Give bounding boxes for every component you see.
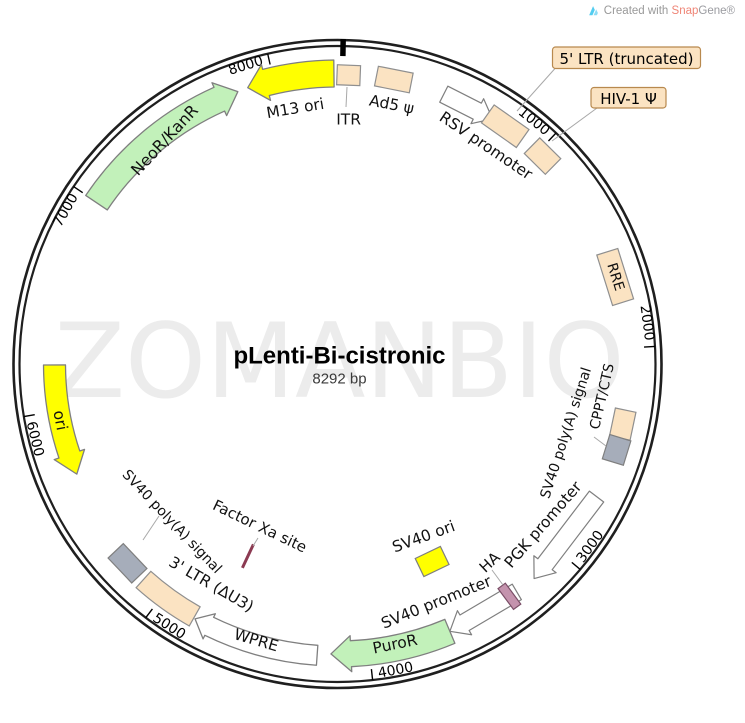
snapgene-credit: Created with SnapGene®: [587, 4, 735, 17]
feature-m13-ori: [247, 59, 335, 102]
tick-1000: [547, 132, 557, 142]
feature-ha: [497, 582, 522, 611]
snapgene-logo-icon: [588, 6, 598, 16]
tick-2000: [643, 345, 656, 348]
feature-factor-xa: [241, 543, 255, 569]
tick-5000: [145, 608, 153, 619]
leader-ltr5-callout: [516, 68, 556, 112]
leader-sv40-polya-left: [142, 515, 160, 541]
feature-hiv1-psi: [523, 137, 562, 176]
feature-pgk-promoter: [533, 490, 605, 580]
tick-label-2000: 2000: [637, 304, 658, 341]
feature-label-sv40-ori: SV40 ori: [390, 517, 457, 556]
feature-label-itr: ITR: [336, 110, 361, 128]
feature-label-ori: ori: [49, 409, 71, 432]
ltr5-callout-text: 5' LTR (truncated): [560, 50, 694, 68]
feature-label-m13-ori: M13 ori: [265, 95, 325, 122]
feature-sv40-polya-left: [107, 542, 148, 584]
inner-circle: [18, 44, 657, 684]
tick-3000: [571, 561, 581, 571]
plasmid-length: 8292 bp: [312, 371, 366, 388]
leader-itr: [345, 86, 348, 108]
feature-label-factor-xa: Factor Xa site: [210, 496, 310, 556]
tick-label-4000: 4000: [377, 659, 415, 681]
watermark: ZOMANBIO: [54, 302, 624, 422]
feature-label-ad5-psi: Ad5 ψ: [368, 91, 416, 117]
feature-ltr5: [480, 104, 530, 149]
feature-itr: [335, 64, 362, 87]
feature-sv40-ori: [414, 545, 450, 578]
leader-factor-xa: [252, 537, 259, 547]
feature-neor-kanr: [85, 82, 239, 211]
hiv1-psi-callout-box: [590, 86, 667, 109]
tick-4000: [370, 669, 374, 681]
feature-ad5-psi: [373, 65, 414, 94]
leader-hiv1-psi-callout: [551, 107, 598, 142]
tick-label-7000: 7000: [50, 191, 81, 230]
feature-puror: [330, 618, 456, 673]
feature-rsv-promoter: [439, 85, 494, 125]
tick-8000: [267, 53, 271, 65]
feature-ori: [42, 364, 86, 475]
feature-ltr3: [135, 570, 201, 627]
credit-text: Created with SnapGene®: [603, 4, 735, 17]
feature-wpre: [194, 613, 319, 666]
ltr5-callout-box: [551, 46, 702, 70]
feature-sv40-polya-right: [601, 433, 632, 467]
feature-label-ha: HA: [476, 548, 505, 576]
tick-6000: [23, 414, 35, 418]
hiv1-psi-callout-text: HIV-1 Ψ: [600, 90, 657, 108]
plasmid-title: pLenti-Bi-cistronic: [233, 343, 445, 370]
outer-circle: [12, 38, 663, 690]
leader-sv40-polya-right: [593, 436, 607, 447]
feature-rre: [596, 247, 635, 307]
tick-7000: [73, 186, 84, 194]
leader-ha: [491, 569, 504, 586]
